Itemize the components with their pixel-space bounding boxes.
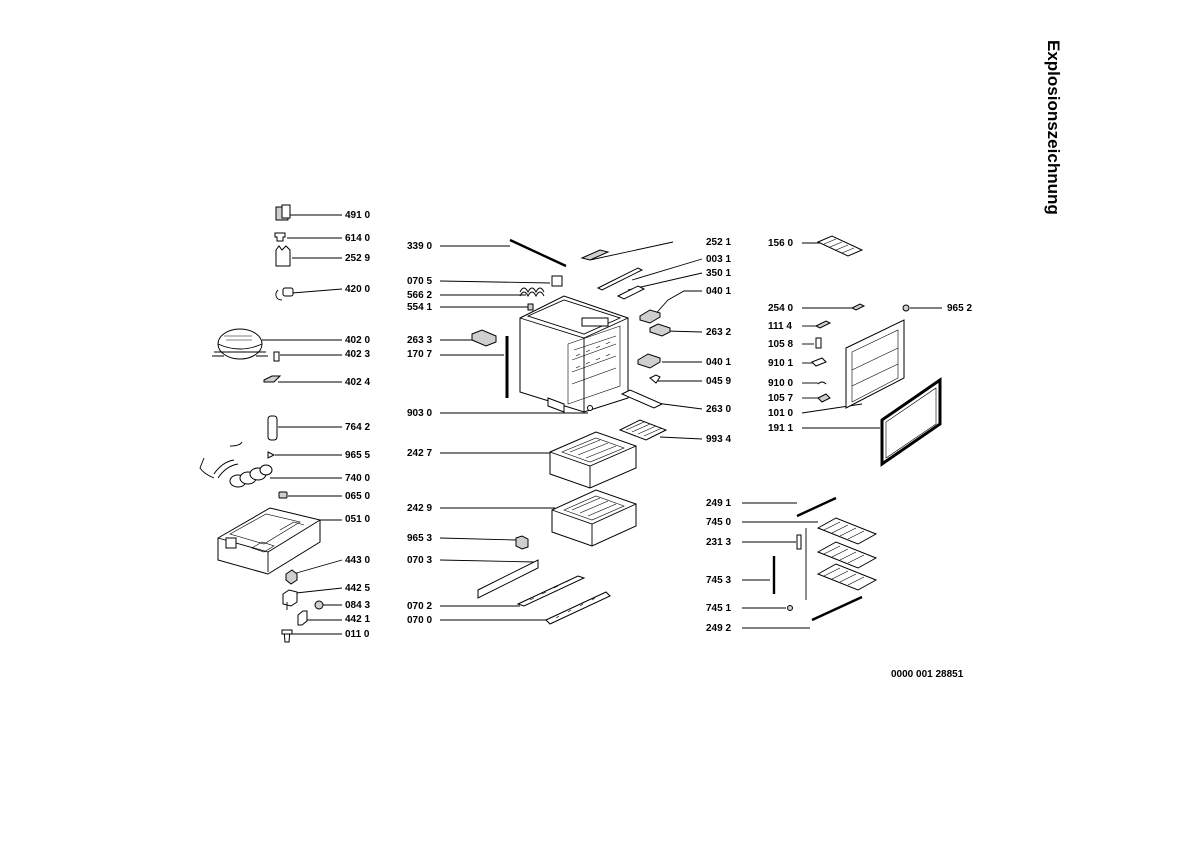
part-label: 191 1 [768, 423, 794, 434]
part-label: 566 2 [407, 290, 433, 301]
part-drawings [199, 204, 942, 643]
part-label: 011 0 [345, 629, 370, 640]
part-label: 442 1 [345, 614, 371, 625]
part-label: 254 0 [768, 303, 794, 314]
part-label: 249 1 [706, 498, 732, 509]
part-label: 614 0 [345, 233, 371, 244]
part-label: 263 0 [706, 404, 732, 415]
part-label: 402 3 [345, 349, 371, 360]
document-number: 0000 001 28851 [891, 669, 964, 680]
part-label: 965 3 [407, 533, 433, 544]
part-label: 965 2 [947, 303, 973, 314]
part-label: 263 2 [706, 327, 732, 338]
part-label: 040 1 [706, 357, 732, 368]
part-label: 051 0 [345, 514, 371, 525]
part-label: 443 0 [345, 555, 371, 566]
part-label: 339 0 [407, 241, 433, 252]
part-label: 745 3 [706, 575, 732, 586]
part-label: 231 3 [706, 537, 732, 548]
part-label: 070 2 [407, 601, 433, 612]
part-label: 402 4 [345, 377, 371, 388]
part-label: 554 1 [407, 302, 433, 313]
part-label: 249 2 [706, 623, 732, 634]
part-label: 252 9 [345, 253, 371, 264]
part-label: 252 1 [706, 237, 732, 248]
part-label: 993 4 [706, 434, 732, 445]
part-label: 101 0 [768, 408, 794, 419]
part-label: 745 1 [706, 603, 732, 614]
part-label: 442 5 [345, 583, 371, 594]
part-label: 242 9 [407, 503, 433, 514]
part-label: 111 4 [768, 321, 792, 332]
part-label: 070 5 [407, 276, 433, 287]
part-label: 105 7 [768, 393, 794, 404]
part-label: 910 0 [768, 378, 794, 389]
part-label: 740 0 [345, 473, 371, 484]
part-label: 070 0 [407, 615, 433, 626]
diagram-title: Explosionszeichnung [1044, 40, 1063, 215]
part-label: 170 7 [407, 349, 433, 360]
part-label: 491 0 [345, 210, 371, 221]
part-label: 745 0 [706, 517, 732, 528]
part-label: 084 3 [345, 600, 371, 611]
part-label: 903 0 [407, 408, 433, 419]
part-label: 105 8 [768, 339, 794, 350]
part-label: 263 3 [407, 335, 433, 346]
part-label: 764 2 [345, 422, 371, 433]
part-label: 965 5 [345, 450, 371, 461]
part-label: 350 1 [706, 268, 732, 279]
part-label: 003 1 [706, 254, 732, 265]
part-label: 040 1 [706, 286, 732, 297]
part-label: 045 9 [706, 376, 732, 387]
part-label: 070 3 [407, 555, 433, 566]
part-label: 242 7 [407, 448, 433, 459]
part-label: 910 1 [768, 358, 794, 369]
part-label: 402 0 [345, 335, 371, 346]
part-label: 065 0 [345, 491, 371, 502]
part-label: 420 0 [345, 284, 371, 295]
part-label: 156 0 [768, 238, 794, 249]
